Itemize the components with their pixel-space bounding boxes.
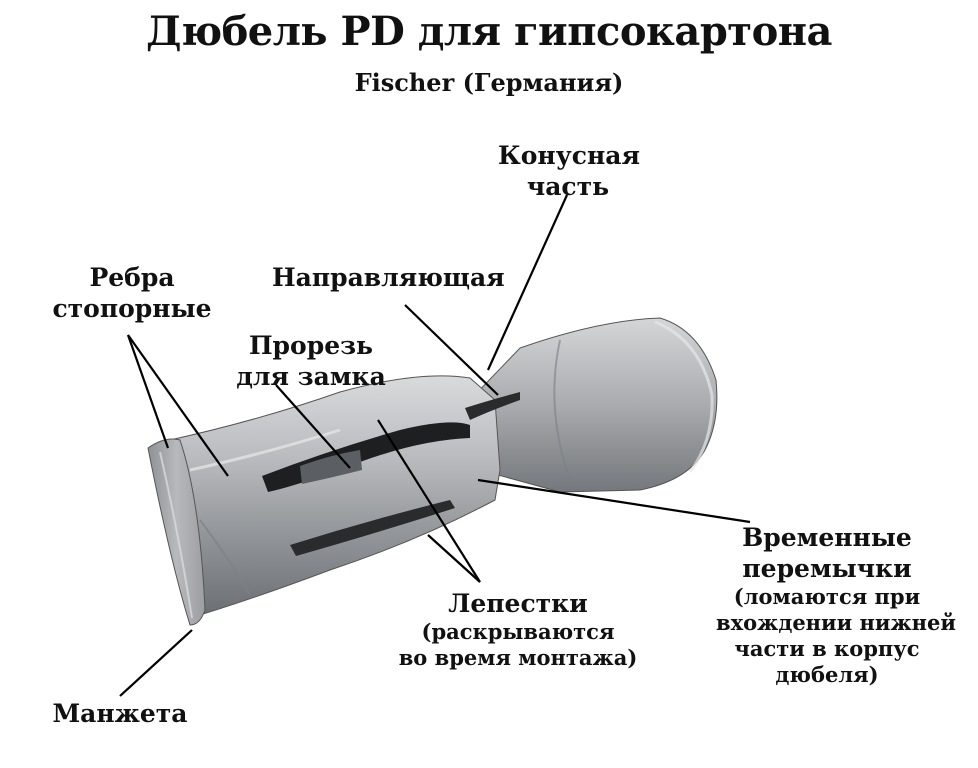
diagram-subtitle: Fischer (Германия)	[354, 68, 624, 97]
label-bridges-note-2: вхождении нижней	[716, 610, 956, 635]
label-bridges-note-3: части в корпус	[734, 636, 920, 661]
label-cone-line-2: часть	[526, 172, 610, 201]
label-petals: Лепестки (раскрываются во время монтажа)	[398, 588, 638, 671]
leader-slot	[275, 384, 351, 469]
label-bridges-note-4: дюбеля)	[775, 662, 879, 687]
label-guide: Направляющая	[272, 262, 505, 293]
label-cone-line-1: Конусная	[498, 141, 640, 170]
label-petals-line-1: Лепестки	[448, 589, 588, 618]
dowel-body	[169, 375, 520, 619]
leader-petals-2	[427, 534, 481, 583]
label-bridges-note-1: (ломаются при	[733, 584, 921, 609]
label-cone: Конусная часть	[498, 140, 640, 202]
cone-part	[469, 317, 718, 493]
leader-ribs-1	[126, 334, 170, 449]
label-ribs-line-1: Ребра	[89, 263, 175, 292]
label-slot-line-1: Прорезь	[248, 331, 374, 360]
label-bridges-line-1: Временные	[742, 523, 912, 552]
leader-bridges	[477, 478, 751, 524]
leader-cone	[486, 194, 569, 371]
label-ribs: Ребра стопорные	[52, 262, 212, 324]
label-petals-note-2: во время монтажа)	[398, 645, 638, 670]
leader-ribs-2	[127, 334, 229, 477]
label-ribs-line-2: стопорные	[52, 294, 212, 323]
label-petals-note-1: (раскрываются	[421, 619, 615, 644]
leader-petals-1	[377, 419, 481, 583]
label-bridges: Временные перемычки (ломаются при вхожде…	[716, 522, 956, 688]
diagram-title: Дюбель PD для гипсокартона	[146, 8, 832, 55]
label-bridges-line-2: перемычки	[742, 554, 912, 583]
label-slot: Прорезь для замка	[232, 330, 390, 392]
leader-lines	[119, 194, 751, 697]
label-guide-text: Направляющая	[272, 263, 505, 292]
leader-guide	[404, 304, 499, 396]
label-cuff-text: Манжета	[52, 699, 188, 728]
cuff-flange	[147, 438, 206, 626]
label-cuff: Манжета	[40, 698, 200, 729]
label-slot-line-2: для замка	[236, 362, 386, 391]
leader-cuff	[119, 629, 193, 697]
